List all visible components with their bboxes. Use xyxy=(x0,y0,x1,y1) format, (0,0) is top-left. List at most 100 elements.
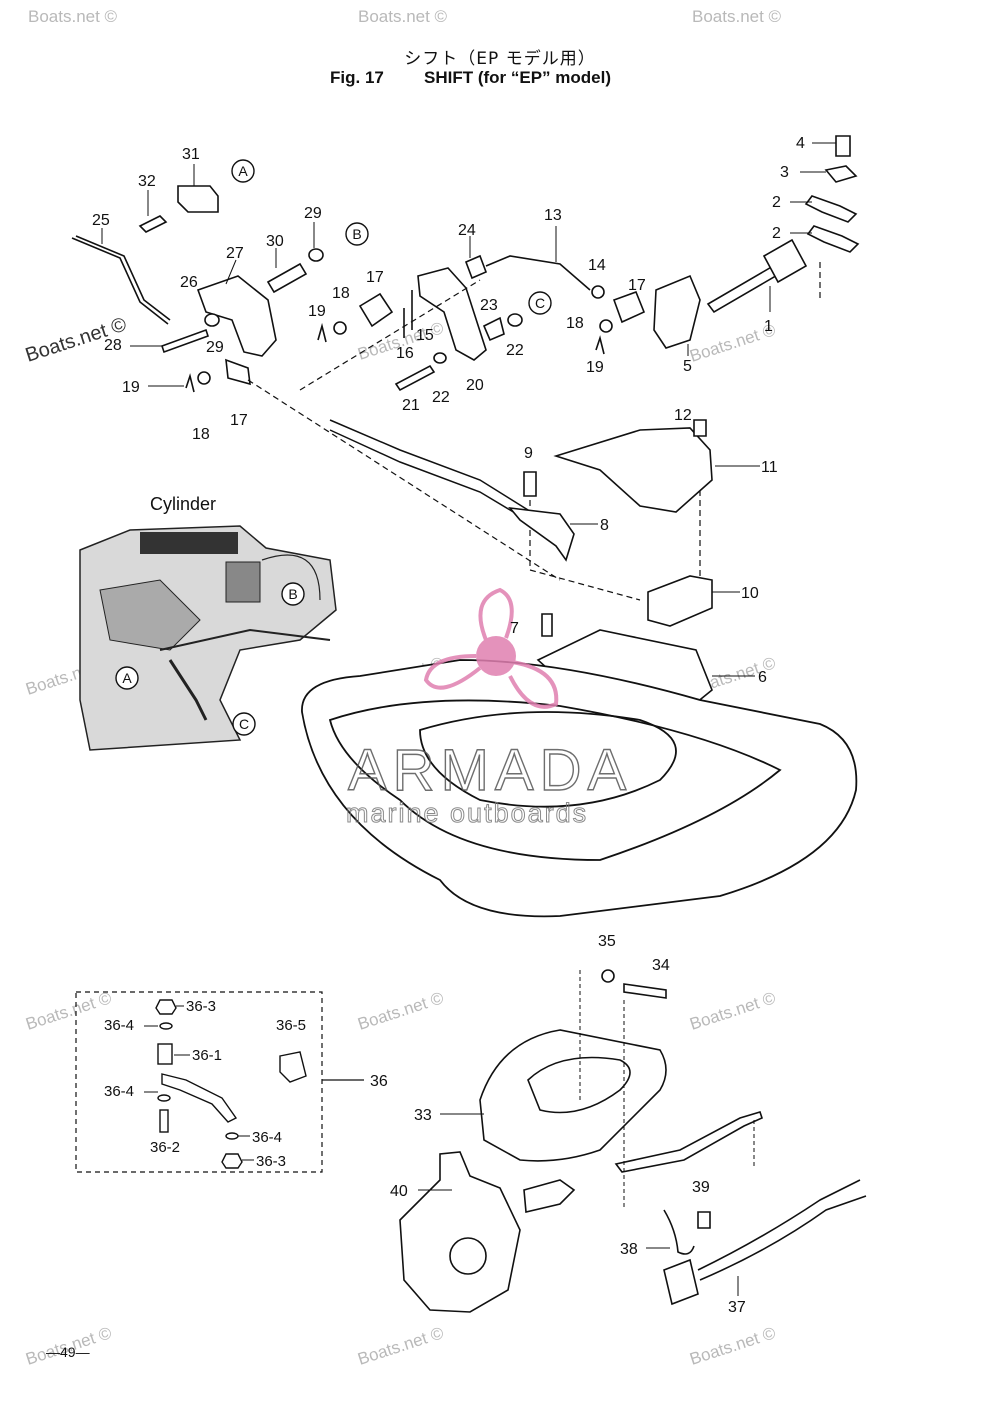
callout-6: 6 xyxy=(758,669,767,686)
page-number: —49— xyxy=(46,1344,90,1360)
ref-letter: B xyxy=(352,226,361,242)
logo-blade xyxy=(423,654,482,690)
callout-17: 17 xyxy=(230,412,248,429)
ref-marker-c-inset xyxy=(232,712,256,736)
washer-part-29 xyxy=(308,248,324,262)
callout-34: 34 xyxy=(652,957,670,974)
collar-part-17-right xyxy=(612,290,646,324)
callout-36-2: 36-2 xyxy=(150,1139,180,1156)
watermark-site: Boats.net © xyxy=(23,988,114,1034)
washer-part-22 xyxy=(507,313,523,327)
callout-33: 33 xyxy=(414,1107,432,1124)
callout-24: 24 xyxy=(458,222,476,239)
callout-10: 10 xyxy=(741,585,759,602)
collar-part-17-center xyxy=(358,292,394,328)
callout-29: 29 xyxy=(206,339,224,356)
cable-arm xyxy=(614,1111,763,1173)
cover-part-11 xyxy=(553,427,713,513)
logo-tagline: marine outboards xyxy=(346,798,588,828)
cotter-pin-part-19-right xyxy=(595,335,605,355)
washer-part-18-left xyxy=(197,371,211,385)
watermark-site: Boats.net © xyxy=(358,7,448,26)
callout-12: 12 xyxy=(674,407,692,424)
watermark-site: Boats.net © xyxy=(355,1323,446,1369)
callout-36-4: 36-4 xyxy=(252,1129,282,1146)
bolt-part-4 xyxy=(835,135,851,157)
callout-29: 29 xyxy=(304,205,322,222)
kit-boundary xyxy=(75,991,323,1173)
callout-numbers: 4 3 2 2 1 5 11 12 8 9 10 7 6 13 14 17 18… xyxy=(92,135,805,1316)
bolt-part-34 xyxy=(623,983,667,999)
link-rod-part-36-2 xyxy=(161,1073,238,1123)
callout-19: 19 xyxy=(586,359,604,376)
cylinder-head-fins xyxy=(140,532,238,554)
cotter-pin-part-19 xyxy=(317,322,327,343)
reference-markers xyxy=(115,159,552,736)
ref-marker-c xyxy=(528,291,552,315)
lever-part-5 xyxy=(653,274,701,349)
bolt-part-36-2 xyxy=(159,1109,169,1133)
plate-part-2-lower xyxy=(806,225,860,253)
cylinder-label: Cylinder xyxy=(150,494,216,514)
washer-part-18-right xyxy=(599,319,613,333)
ref-letter: C xyxy=(239,716,249,732)
callout-32: 32 xyxy=(138,173,156,190)
nut-part-36-3-lower xyxy=(221,1153,243,1169)
bolt-part-28 xyxy=(160,328,210,354)
callout-40: 40 xyxy=(390,1183,408,1200)
kit-leader-lines xyxy=(144,1005,254,1161)
ref-letter: B xyxy=(288,586,297,602)
lever-part-20 xyxy=(417,267,487,361)
shift-arm-inset xyxy=(168,659,208,721)
remote-control-assembly xyxy=(399,969,867,1313)
callout-13: 13 xyxy=(544,207,562,224)
plate-part-2-upper xyxy=(804,195,858,223)
watermark-site: Boats.net © xyxy=(687,1323,778,1369)
callout-17: 17 xyxy=(366,269,384,286)
callout-22: 22 xyxy=(432,389,450,406)
logo-blade xyxy=(508,660,559,709)
guide-line xyxy=(247,379,561,581)
harness-wires xyxy=(699,1195,867,1281)
shift-rod-part-25-edge xyxy=(75,235,171,321)
pad-part-10 xyxy=(647,575,713,627)
bolt-part-7 xyxy=(541,613,553,637)
callout-9: 9 xyxy=(524,445,533,462)
callout-2: 2 xyxy=(772,194,781,211)
callout-18: 18 xyxy=(192,426,210,443)
bushing-part-36-1 xyxy=(157,1043,173,1065)
harness-wires xyxy=(697,1179,861,1271)
callout-7: 7 xyxy=(510,620,519,637)
collar-part-23 xyxy=(482,316,505,342)
callout-31: 31 xyxy=(182,146,200,163)
callout-23: 23 xyxy=(480,297,498,314)
callout-36-4: 36-4 xyxy=(104,1083,134,1100)
callout-4: 4 xyxy=(796,135,805,152)
callout-17: 17 xyxy=(628,277,646,294)
callout-8: 8 xyxy=(600,517,609,534)
collar-part-17-left xyxy=(225,358,251,386)
logo-wordmark: ARMADA xyxy=(348,738,632,803)
bracket-part-8 xyxy=(508,506,575,562)
harness-plug-part-37 xyxy=(663,1258,699,1306)
watermark-site: Boats.net © xyxy=(687,988,778,1034)
cable-upper xyxy=(329,419,561,531)
title-japanese: シフト（EP モデル用） xyxy=(404,49,596,69)
reference-letters: A B C B A C xyxy=(122,163,545,732)
shaft-part-1-head xyxy=(762,238,808,284)
clip-part-3 xyxy=(824,165,858,183)
grommet-part-36-5 xyxy=(279,1051,307,1083)
bolt-part-21 xyxy=(394,364,436,392)
callout-36-1: 36-1 xyxy=(192,1047,222,1064)
figure-label: Fig. 17 xyxy=(330,68,384,87)
callout-36: 36 xyxy=(370,1073,388,1090)
washer-part-36-4-upper xyxy=(159,1022,173,1030)
logo-hub xyxy=(476,636,516,676)
plate-part-33-recess xyxy=(527,1056,631,1114)
callout-1: 1 xyxy=(764,318,773,335)
callout-37: 37 xyxy=(728,1299,746,1316)
callout-35: 35 xyxy=(598,933,616,950)
guide-line xyxy=(299,279,481,391)
armada-logo-watermark: ARMADA marine outboards xyxy=(346,587,632,829)
